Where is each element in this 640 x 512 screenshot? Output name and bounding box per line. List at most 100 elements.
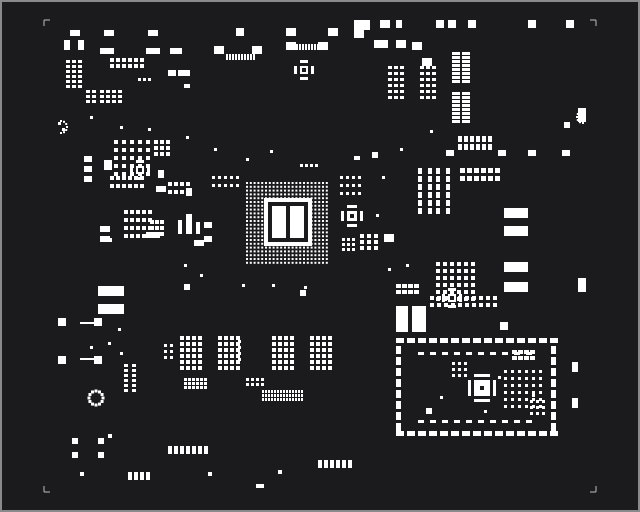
bga-ball: [322, 185, 324, 188]
bga-ball: [314, 235, 317, 238]
connector-pins: [302, 44, 304, 50]
via: [120, 126, 123, 129]
pad-array: [452, 116, 460, 119]
pad-array: [140, 64, 144, 68]
bga-ball: [261, 235, 264, 238]
pad: [504, 208, 528, 218]
bga-ball: [246, 201, 248, 203]
pad: [457, 269, 461, 273]
bga-ball: [291, 261, 294, 264]
pad: [450, 262, 454, 266]
qfn-right-pin: [459, 300, 462, 302]
bga-ball: [246, 242, 248, 245]
pad: [138, 148, 142, 152]
connector-pins: [186, 354, 190, 358]
qfn-top-pin: [303, 77, 305, 80]
bga-ball: [299, 250, 302, 253]
pad: [446, 192, 450, 198]
connector-pins: [272, 360, 276, 364]
bga-ball: [246, 258, 248, 260]
pad: [528, 20, 536, 28]
pad: [346, 192, 349, 195]
pad: [436, 262, 440, 266]
bga-ball: [314, 204, 317, 207]
shield-inner-pad: [458, 362, 461, 365]
qfn-shield-pin: [484, 374, 486, 377]
connector-pins: [278, 348, 282, 352]
pad: [64, 40, 70, 50]
connector-pins: [230, 336, 234, 340]
pad: [396, 20, 402, 28]
bga-ball: [325, 216, 328, 219]
pad: [486, 303, 490, 307]
shield-inner-pad: [504, 377, 507, 380]
pad-array: [78, 60, 82, 63]
bga-ball: [318, 242, 321, 245]
ring-pad: [579, 110, 581, 113]
qfn-left-pin: [140, 160, 143, 163]
pad: [150, 232, 154, 236]
connector-pins: [328, 354, 332, 358]
qfn-right-pin: [442, 294, 445, 296]
pad: [493, 303, 497, 307]
connector-pins: [192, 354, 196, 358]
pad: [108, 238, 112, 242]
pad-array: [452, 60, 460, 63]
shield-inner-pad: [525, 370, 528, 373]
connector-pins: [218, 360, 222, 364]
ring-pad: [91, 402, 94, 406]
shield-inner-pad: [430, 420, 436, 423]
connector-pins: [280, 394, 282, 397]
qfn-right-pin: [442, 300, 445, 302]
pad: [300, 290, 306, 296]
pad: [186, 190, 190, 194]
bga-ball: [322, 189, 324, 192]
connector-pins: [284, 360, 288, 364]
pad: [446, 200, 450, 206]
pad: [374, 234, 378, 238]
pad: [428, 200, 432, 206]
bga-ball: [325, 239, 328, 241]
bga-ball: [314, 242, 317, 245]
pad: [184, 382, 187, 385]
pad: [72, 452, 78, 458]
bga-ball: [314, 185, 317, 188]
bga-ball: [303, 261, 305, 264]
shield-inner-pad: [532, 405, 535, 408]
pad: [124, 369, 128, 372]
bga-ball: [318, 193, 321, 196]
pad: [443, 262, 447, 266]
pad: [200, 378, 203, 381]
pad: [94, 318, 102, 326]
bga-ball: [318, 220, 321, 222]
pad: [436, 276, 440, 280]
connector-pins: [280, 390, 282, 393]
pad: [122, 176, 126, 180]
pad: [124, 379, 128, 382]
connector-pins: [305, 44, 307, 50]
pad: [150, 220, 154, 224]
connector-pins: [265, 390, 267, 393]
qfn-left-pin: [140, 177, 143, 180]
connector-pins: [253, 54, 255, 60]
pad: [400, 96, 404, 99]
connector-pins: [284, 348, 288, 352]
connector-pins: [310, 354, 314, 358]
connector-pins: [198, 360, 202, 364]
bga-ball: [287, 258, 290, 260]
shield-inner-pad: [526, 420, 532, 423]
pad: [166, 146, 170, 150]
pad: [160, 146, 164, 150]
bga-ball: [325, 185, 328, 188]
rf-shield-outline: [396, 338, 558, 436]
connector-pins: [290, 336, 294, 340]
qfn-mid-pin: [353, 224, 356, 227]
connector-pins: [236, 360, 240, 364]
pad: [166, 152, 170, 156]
bga-ball: [253, 193, 256, 196]
pad: [460, 168, 465, 173]
shield-inner-pad: [525, 398, 528, 401]
bga-ball: [287, 250, 290, 253]
connector-pins: [289, 390, 291, 393]
bga-ball: [287, 254, 290, 257]
